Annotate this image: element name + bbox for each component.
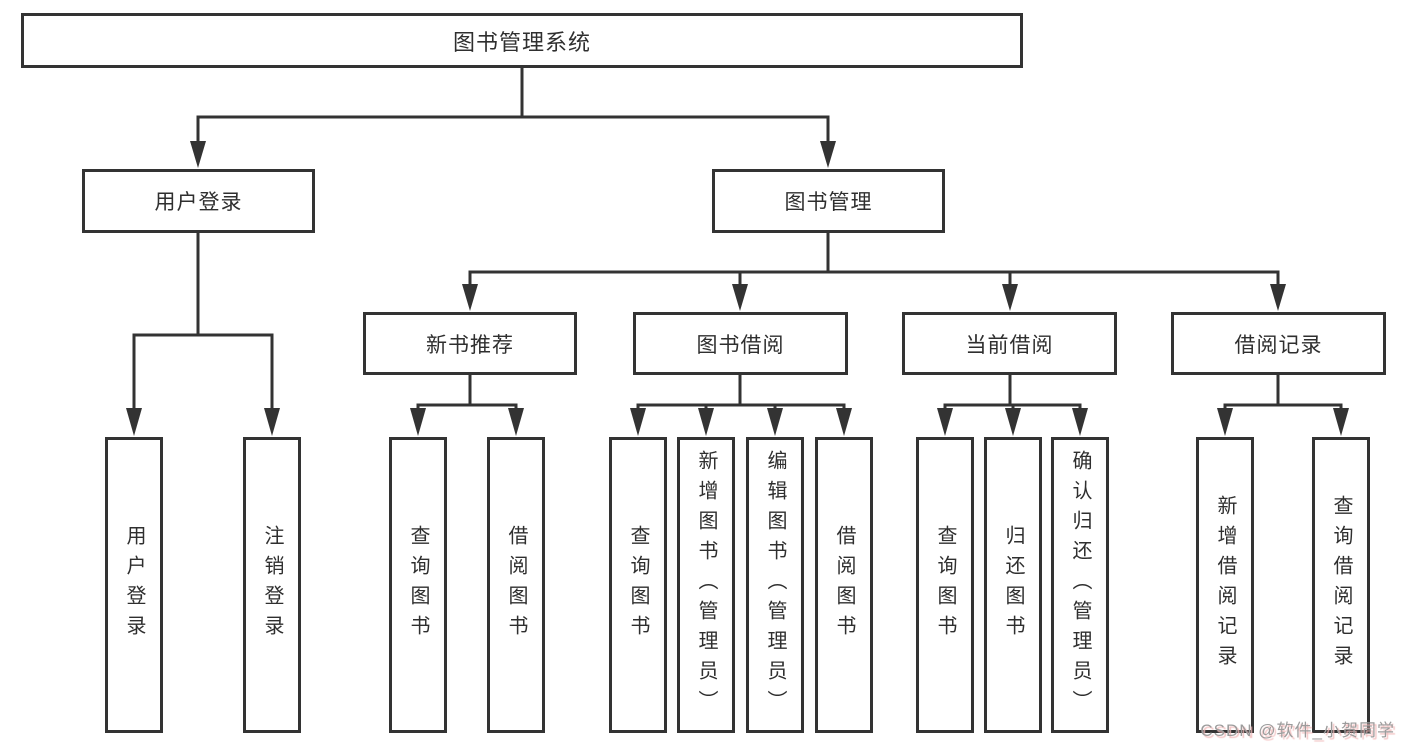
- leaf-label: 归还图书: [1002, 525, 1024, 645]
- leaf-query-books-borrowing: 查询图书: [609, 437, 667, 733]
- node-label: 图书管理系统: [452, 29, 591, 55]
- leaf-label: 新增图书（管理员）: [695, 450, 717, 720]
- leaf-return-books: 归还图书: [984, 437, 1042, 733]
- node-borrowing-records: 借阅记录: [1171, 312, 1386, 375]
- leaf-label: 查询图书: [627, 525, 649, 645]
- leaf-query-books-current: 查询图书: [916, 437, 974, 733]
- node-label: 借阅记录: [1234, 333, 1323, 357]
- node-book-management: 图书管理: [712, 169, 945, 233]
- leaf-label: 注销登录: [261, 525, 283, 645]
- leaf-label: 新增借阅记录: [1214, 495, 1236, 675]
- leaf-label: 查询图书: [407, 525, 429, 645]
- leaf-user-login: 用户登录: [105, 437, 163, 733]
- leaf-edit-book-admin: 编辑图书（管理员）: [746, 437, 804, 733]
- leaf-query-books-recommend: 查询图书: [389, 437, 447, 733]
- connector-paths: [132, 68, 1343, 412]
- leaf-label: 用户登录: [123, 525, 145, 645]
- csdn-watermark: CSDN @软件_小贺同学: [1200, 721, 1395, 740]
- leaf-label: 查询图书: [934, 525, 956, 645]
- leaf-borrow-books-recommend: 借阅图书: [487, 437, 545, 733]
- leaf-label: 查询借阅记录: [1330, 495, 1352, 675]
- node-label: 当前借阅: [965, 333, 1054, 357]
- arrowhead-icons: [126, 141, 1349, 436]
- node-label: 新书推荐: [426, 333, 514, 357]
- node-current-borrowing: 当前借阅: [902, 312, 1117, 375]
- node-new-book-recommend: 新书推荐: [363, 312, 577, 375]
- leaf-label: 借阅图书: [833, 525, 855, 645]
- leaf-borrow-books: 借阅图书: [815, 437, 873, 733]
- leaf-query-borrow-record: 查询借阅记录: [1312, 437, 1370, 733]
- leaf-confirm-return-admin: 确认归还（管理员）: [1051, 437, 1109, 733]
- node-label: 用户登录: [154, 191, 243, 214]
- node-book-borrowing: 图书借阅: [633, 312, 848, 375]
- node-label: 图书管理: [784, 191, 873, 214]
- leaf-add-borrow-record: 新增借阅记录: [1196, 437, 1254, 733]
- node-book-management-system: 图书管理系统: [21, 13, 1023, 68]
- leaf-add-book-admin: 新增图书（管理员）: [677, 437, 735, 733]
- node-label: 图书借阅: [696, 333, 785, 357]
- node-user-login: 用户登录: [82, 169, 315, 233]
- leaf-label: 确认归还（管理员）: [1069, 450, 1091, 720]
- leaf-label: 编辑图书（管理员）: [764, 450, 786, 720]
- leaf-logout: 注销登录: [243, 437, 301, 733]
- leaf-label: 借阅图书: [505, 525, 527, 645]
